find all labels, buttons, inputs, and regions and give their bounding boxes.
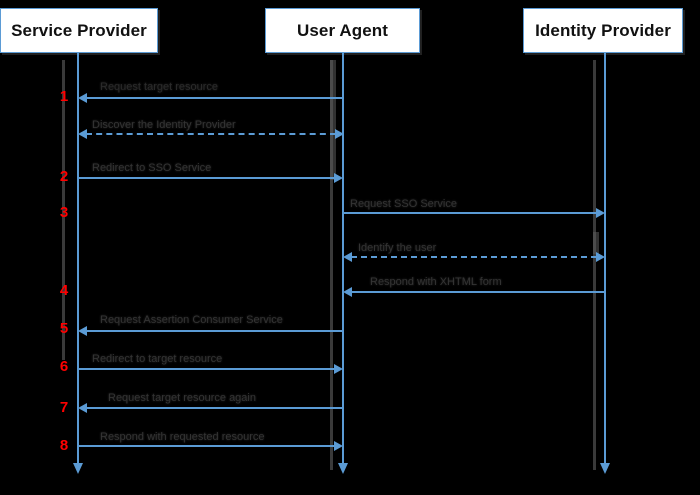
- message-arrow-3: [79, 173, 343, 183]
- message-arrow-4: [344, 208, 605, 218]
- lifeline-shadow-user-agent: [330, 60, 333, 470]
- message-arrow-1: [78, 93, 343, 103]
- message-arrowhead-8: [334, 364, 343, 374]
- step-badge-5: 5: [59, 320, 69, 337]
- message-arrowhead-4: [596, 208, 605, 218]
- message-shaft-4: [344, 212, 597, 214]
- actor-label-user-agent: User Agent: [296, 20, 389, 40]
- message-label-8: Redirect to target resource: [92, 353, 223, 365]
- message-shaft-10: [79, 445, 335, 447]
- lifeline-arrowhead-service-provider: [73, 463, 83, 474]
- message-shaft-6: [351, 291, 605, 293]
- message-label-7: Request Assertion Consumer Service: [100, 314, 283, 326]
- message-arrowhead-10: [334, 441, 343, 451]
- actor-box-user-agent: User Agent: [265, 8, 420, 53]
- message-shaft-8: [79, 368, 335, 370]
- message-arrowhead-6: [343, 287, 352, 297]
- message-label-3: Redirect to SSO Service: [92, 162, 212, 174]
- message-arrow-5: [343, 252, 605, 262]
- message-arrow-10: [79, 441, 343, 451]
- actor-label-identity-provider: Identity Provider: [535, 20, 671, 40]
- actor-box-service-provider: Service Provider: [0, 8, 158, 53]
- message-arrow-7: [78, 326, 343, 336]
- step-badge-3: 3: [59, 204, 69, 221]
- message-arrowhead-5-left: [343, 252, 352, 262]
- step-badge-6: 6: [59, 358, 69, 375]
- actor-box-identity-provider: Identity Provider: [523, 8, 683, 53]
- message-arrowhead-3: [334, 173, 343, 183]
- step-badge-4: 4: [59, 282, 69, 299]
- message-arrow-8: [79, 364, 343, 374]
- lifeline-service-provider: [77, 53, 79, 465]
- message-shaft-7: [86, 330, 343, 332]
- message-arrowhead-5-right: [596, 252, 605, 262]
- lifeline-shadow-identity-provider: [593, 60, 596, 470]
- message-label-10: Respond with requested resource: [100, 431, 265, 443]
- activation-bar-user-agent-top: [330, 60, 336, 180]
- message-arrowhead-2-right: [335, 129, 344, 139]
- step-badge-1: 1: [59, 88, 69, 105]
- message-arrowhead-7: [78, 326, 87, 336]
- message-arrowhead-9: [78, 403, 87, 413]
- lifeline-identity-provider: [604, 53, 606, 465]
- message-label-5: Identify the user: [358, 242, 437, 254]
- message-label-1: Request target resource: [100, 81, 219, 93]
- actor-label-service-provider: Service Provider: [11, 20, 147, 40]
- message-shaft-9: [86, 407, 343, 409]
- message-label-6: Respond with XHTML form: [370, 276, 502, 288]
- lifeline-arrowhead-user-agent: [338, 463, 348, 474]
- step-badge-7: 7: [59, 399, 69, 416]
- activation-bar-identity-provider: [593, 232, 599, 254]
- message-arrowhead-2-left: [78, 129, 87, 139]
- message-label-9: Request target resource again: [108, 392, 256, 404]
- step-badge-8: 8: [59, 437, 69, 454]
- message-label-4: Request SSO Service: [350, 198, 457, 210]
- message-label-2: Discover the Identity Provider: [92, 119, 236, 131]
- message-shaft-5: [351, 256, 597, 258]
- message-arrow-2: [78, 129, 344, 139]
- lifeline-shadow-service-provider: [62, 60, 65, 360]
- step-badge-2: 2: [59, 168, 69, 185]
- message-arrow-6: [343, 287, 605, 297]
- message-arrowhead-1: [78, 93, 87, 103]
- lifeline-arrowhead-identity-provider: [600, 463, 610, 474]
- message-shaft-1: [86, 97, 343, 99]
- message-shaft-2: [86, 133, 336, 135]
- message-shaft-3: [79, 177, 335, 179]
- message-arrow-9: [78, 403, 343, 413]
